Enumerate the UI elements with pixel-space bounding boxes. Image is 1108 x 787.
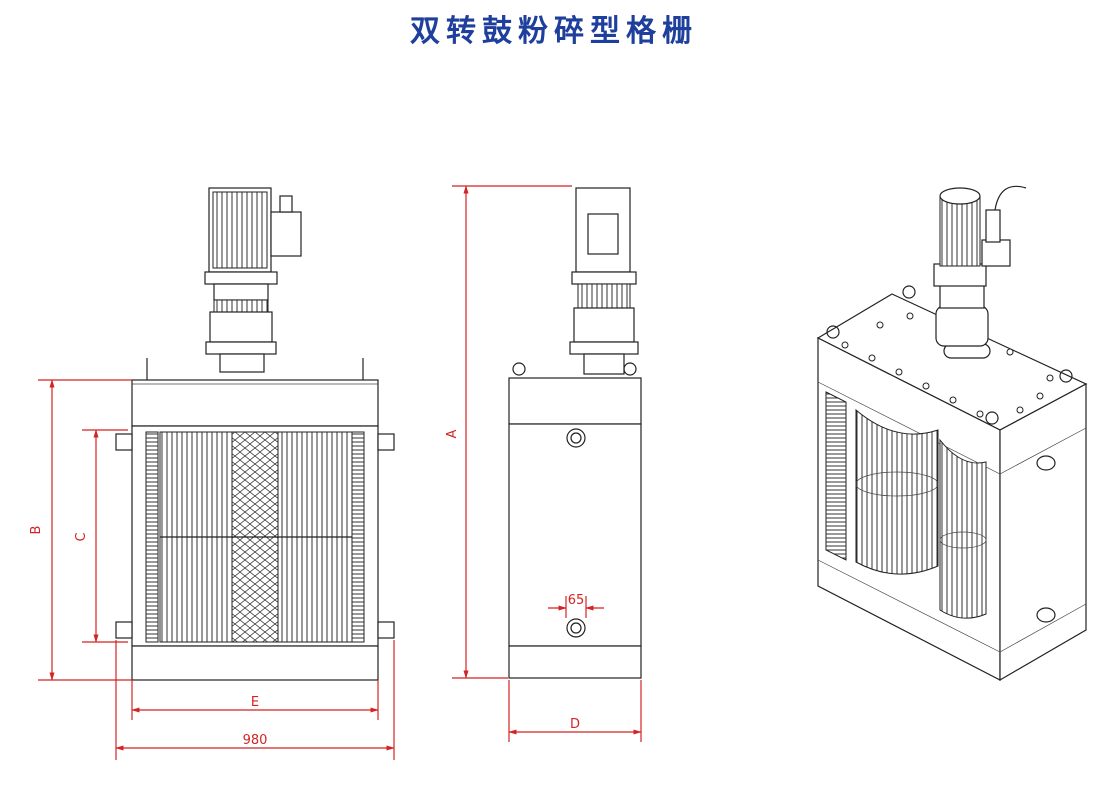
front-top-cover <box>131 379 379 427</box>
side-view <box>508 187 642 679</box>
side-base <box>508 645 642 679</box>
dimension-lines <box>38 185 642 760</box>
front-base <box>131 645 379 681</box>
iso-motor <box>933 185 1027 359</box>
dim-label-width-total: 980 <box>243 733 268 748</box>
dim-label-c: C <box>74 532 89 541</box>
iso-drum-left <box>855 408 939 575</box>
front-view <box>115 187 395 681</box>
dim-label-e: E <box>251 695 259 710</box>
dim-label-b: B <box>29 526 44 535</box>
dim-label-d: D <box>570 717 580 732</box>
front-motor <box>204 187 302 373</box>
isometric-view <box>816 185 1088 682</box>
iso-drum-right <box>939 438 987 619</box>
side-top-cover <box>508 377 642 425</box>
dim-label-port-offset: 65 <box>568 593 585 608</box>
dim-label-a: A <box>445 429 460 438</box>
page-title: 双转鼓粉碎型格栅 <box>410 14 698 49</box>
side-body <box>508 423 642 647</box>
